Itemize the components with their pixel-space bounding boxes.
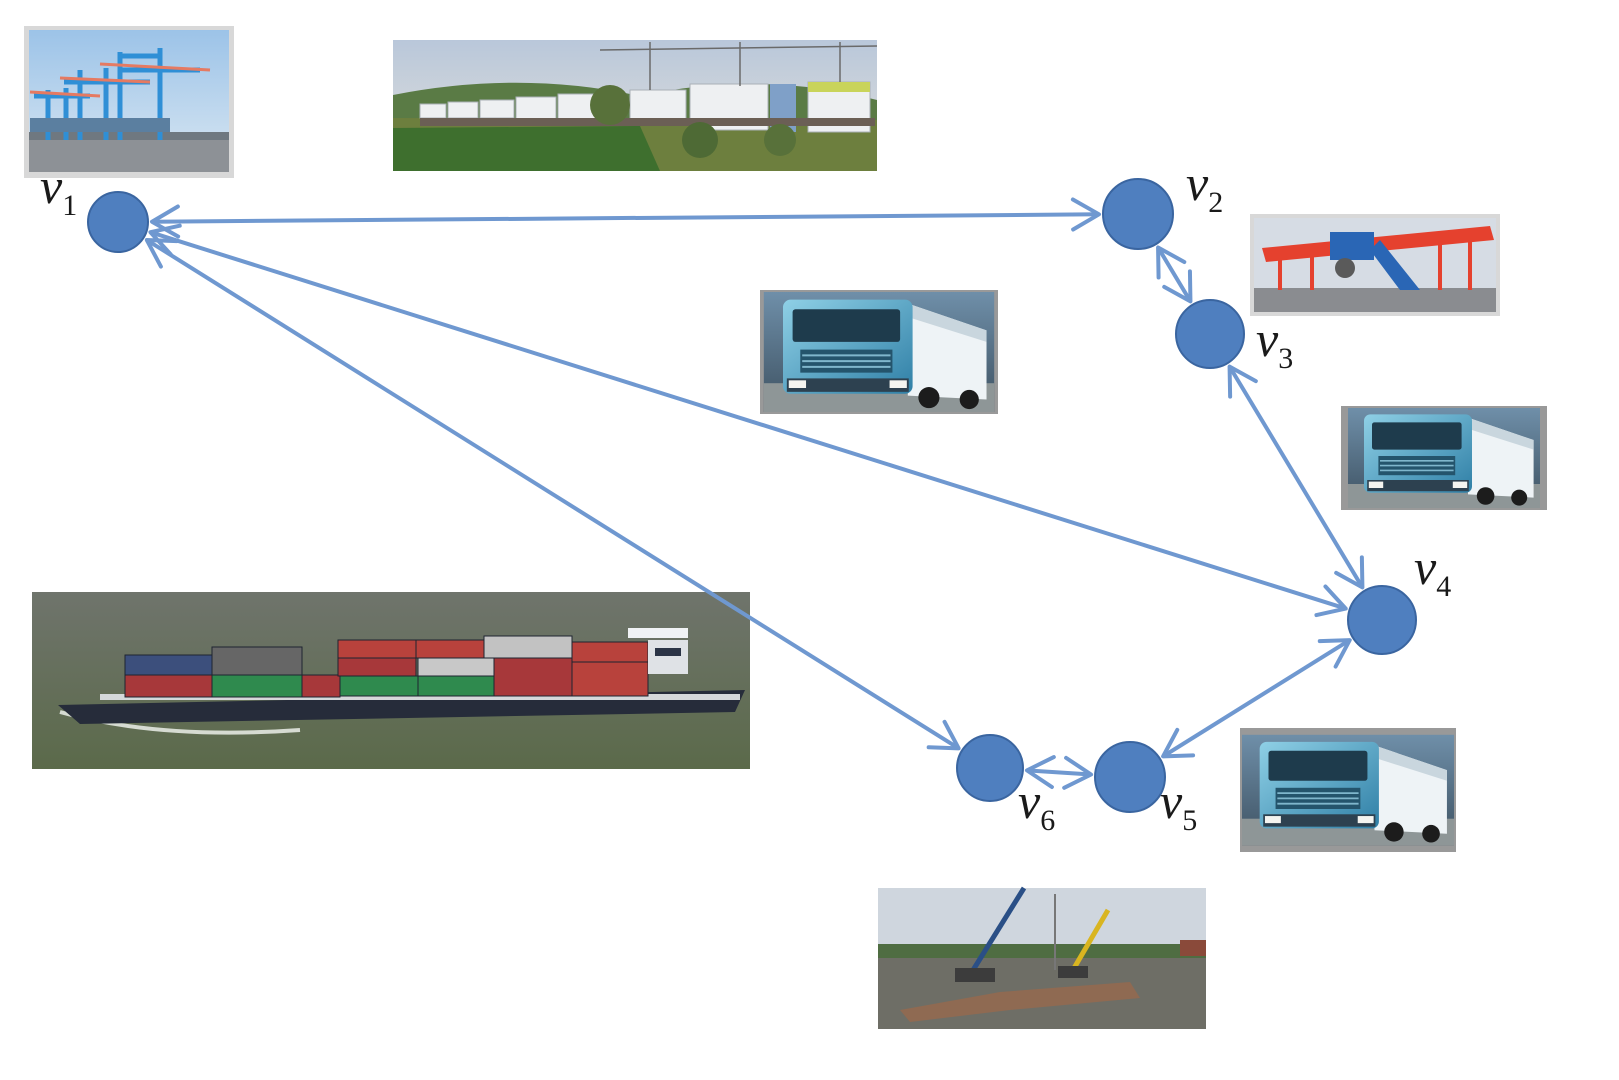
arrowhead-v2-v3-at-v2 xyxy=(1156,245,1187,280)
arrowhead-v5-v6-at-v6 xyxy=(1024,755,1056,790)
svg-text:v6: v6 xyxy=(1018,773,1055,837)
svg-text:v4: v4 xyxy=(1414,539,1451,603)
node-v4: v4 xyxy=(1347,539,1451,655)
edge-v1-v6 xyxy=(145,238,960,751)
node-v2: v2 xyxy=(1102,155,1223,250)
rail-gantry-crane-image xyxy=(1250,214,1500,316)
edges-layer xyxy=(144,197,1365,790)
node-v1-index: 1 xyxy=(62,189,77,222)
arrowhead-v1-v2-at-v2 xyxy=(1070,197,1101,232)
node-v3-letter: v xyxy=(1256,311,1279,367)
node-v6: v6 xyxy=(956,734,1055,837)
arrowhead-v5-v6-at-v5 xyxy=(1062,755,1094,790)
svg-text:v1: v1 xyxy=(40,158,77,222)
arrowhead-v1-v2-at-v1 xyxy=(149,204,181,239)
arrowhead-v1-v4-at-v1 xyxy=(148,223,182,257)
river-port-cranes-image xyxy=(878,886,1206,1029)
arrowhead-v1-v4-at-v4 xyxy=(1314,584,1348,618)
freight-train-image xyxy=(393,40,878,171)
svg-text:v2: v2 xyxy=(1186,155,1223,219)
edge-v5-v6 xyxy=(1026,768,1092,777)
node-v5-index: 5 xyxy=(1182,804,1197,837)
node-v2-letter: v xyxy=(1186,155,1209,211)
edge-v1-v4 xyxy=(149,230,1347,611)
node-v2-index: 2 xyxy=(1208,186,1223,219)
arrowhead-v4-v5-at-v4 xyxy=(1317,638,1352,669)
arrowhead-v4-v5-at-v5 xyxy=(1161,727,1196,759)
node-v4-index: 4 xyxy=(1436,570,1451,603)
arrowhead-v2-v3-at-v3 xyxy=(1162,269,1193,304)
truck-right-lower-image xyxy=(1240,728,1456,852)
arrowhead-v1-v6-at-v1 xyxy=(144,238,179,269)
edge-v4-v5 xyxy=(1162,638,1351,759)
edge-v3-v4 xyxy=(1227,365,1365,589)
node-v1: v1 xyxy=(40,158,149,253)
node-v1-letter: v xyxy=(40,158,63,214)
node-v3: v3 xyxy=(1175,299,1293,375)
arrowhead-v3-v4-at-v4 xyxy=(1334,555,1365,590)
truck-right-upper-image xyxy=(1341,406,1547,510)
node-v6-letter: v xyxy=(1018,773,1041,829)
arrowhead-v3-v4-at-v3 xyxy=(1227,364,1258,399)
truck-center-image xyxy=(760,290,998,414)
node-v5-letter: v xyxy=(1160,773,1183,829)
node-v5: v5 xyxy=(1094,741,1197,837)
container-terminal-cranes-image xyxy=(24,26,234,178)
node-v3-index: 3 xyxy=(1278,342,1293,375)
svg-text:v3: v3 xyxy=(1256,311,1293,375)
container-barge-image xyxy=(32,592,750,769)
nodes-layer: v1 v2 v3 v4 v5 v6 xyxy=(40,155,1451,837)
node-v6-index: 6 xyxy=(1040,804,1055,837)
node-v4-letter: v xyxy=(1414,539,1437,595)
arrowhead-v1-v6-at-v6 xyxy=(926,719,961,751)
edge-v2-v3 xyxy=(1156,246,1193,303)
edge-v1-v2 xyxy=(151,212,1100,224)
svg-text:v5: v5 xyxy=(1160,773,1197,837)
